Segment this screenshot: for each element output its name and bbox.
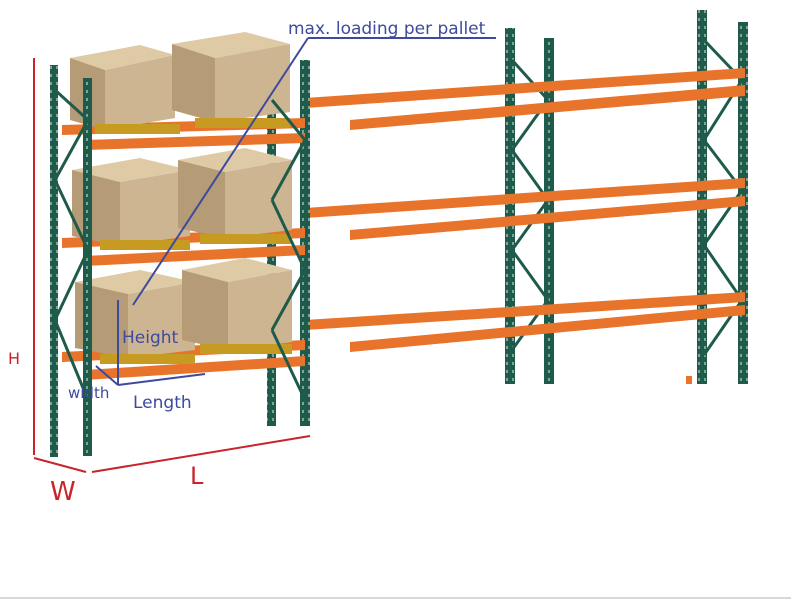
length-line — [117, 373, 206, 386]
beam-end — [686, 376, 692, 384]
max-loading-leader — [132, 37, 309, 306]
height-label: Height — [122, 328, 179, 348]
width-line — [95, 365, 119, 386]
beam — [350, 85, 745, 130]
beam — [305, 68, 745, 108]
cardboard-box-icon — [72, 158, 190, 250]
max-loading-label: max. loading per pallet — [288, 19, 486, 39]
rack-length-label: L — [190, 462, 204, 490]
cardboard-box-icon — [75, 270, 195, 364]
beam — [85, 133, 305, 150]
rack-height-label: H — [8, 349, 20, 368]
loaded-bay — [50, 32, 310, 457]
pallet-dimension-annotations — [95, 37, 496, 386]
cardboard-box-icon — [172, 32, 290, 128]
beam — [350, 305, 745, 352]
upright-bracing — [510, 58, 550, 351]
length-label: Length — [133, 393, 192, 413]
upright-post — [544, 38, 554, 384]
upright-post — [505, 28, 515, 384]
beam — [305, 292, 745, 330]
upright-bracing — [53, 88, 307, 401]
beam — [350, 196, 745, 240]
beams — [305, 68, 745, 384]
upright-post — [300, 60, 310, 426]
rack-width-line — [33, 457, 87, 473]
upright-post — [83, 78, 92, 456]
rack-length-line — [91, 435, 311, 473]
beam — [85, 356, 305, 380]
upright-post — [697, 10, 707, 384]
upright-post — [50, 65, 58, 457]
width-label: width — [68, 384, 109, 402]
beam — [85, 245, 305, 266]
cardboard-box-icon — [182, 258, 292, 354]
beam — [305, 178, 745, 218]
rack-width-label: W — [50, 477, 76, 507]
rack-dimension-annotations — [33, 58, 311, 473]
